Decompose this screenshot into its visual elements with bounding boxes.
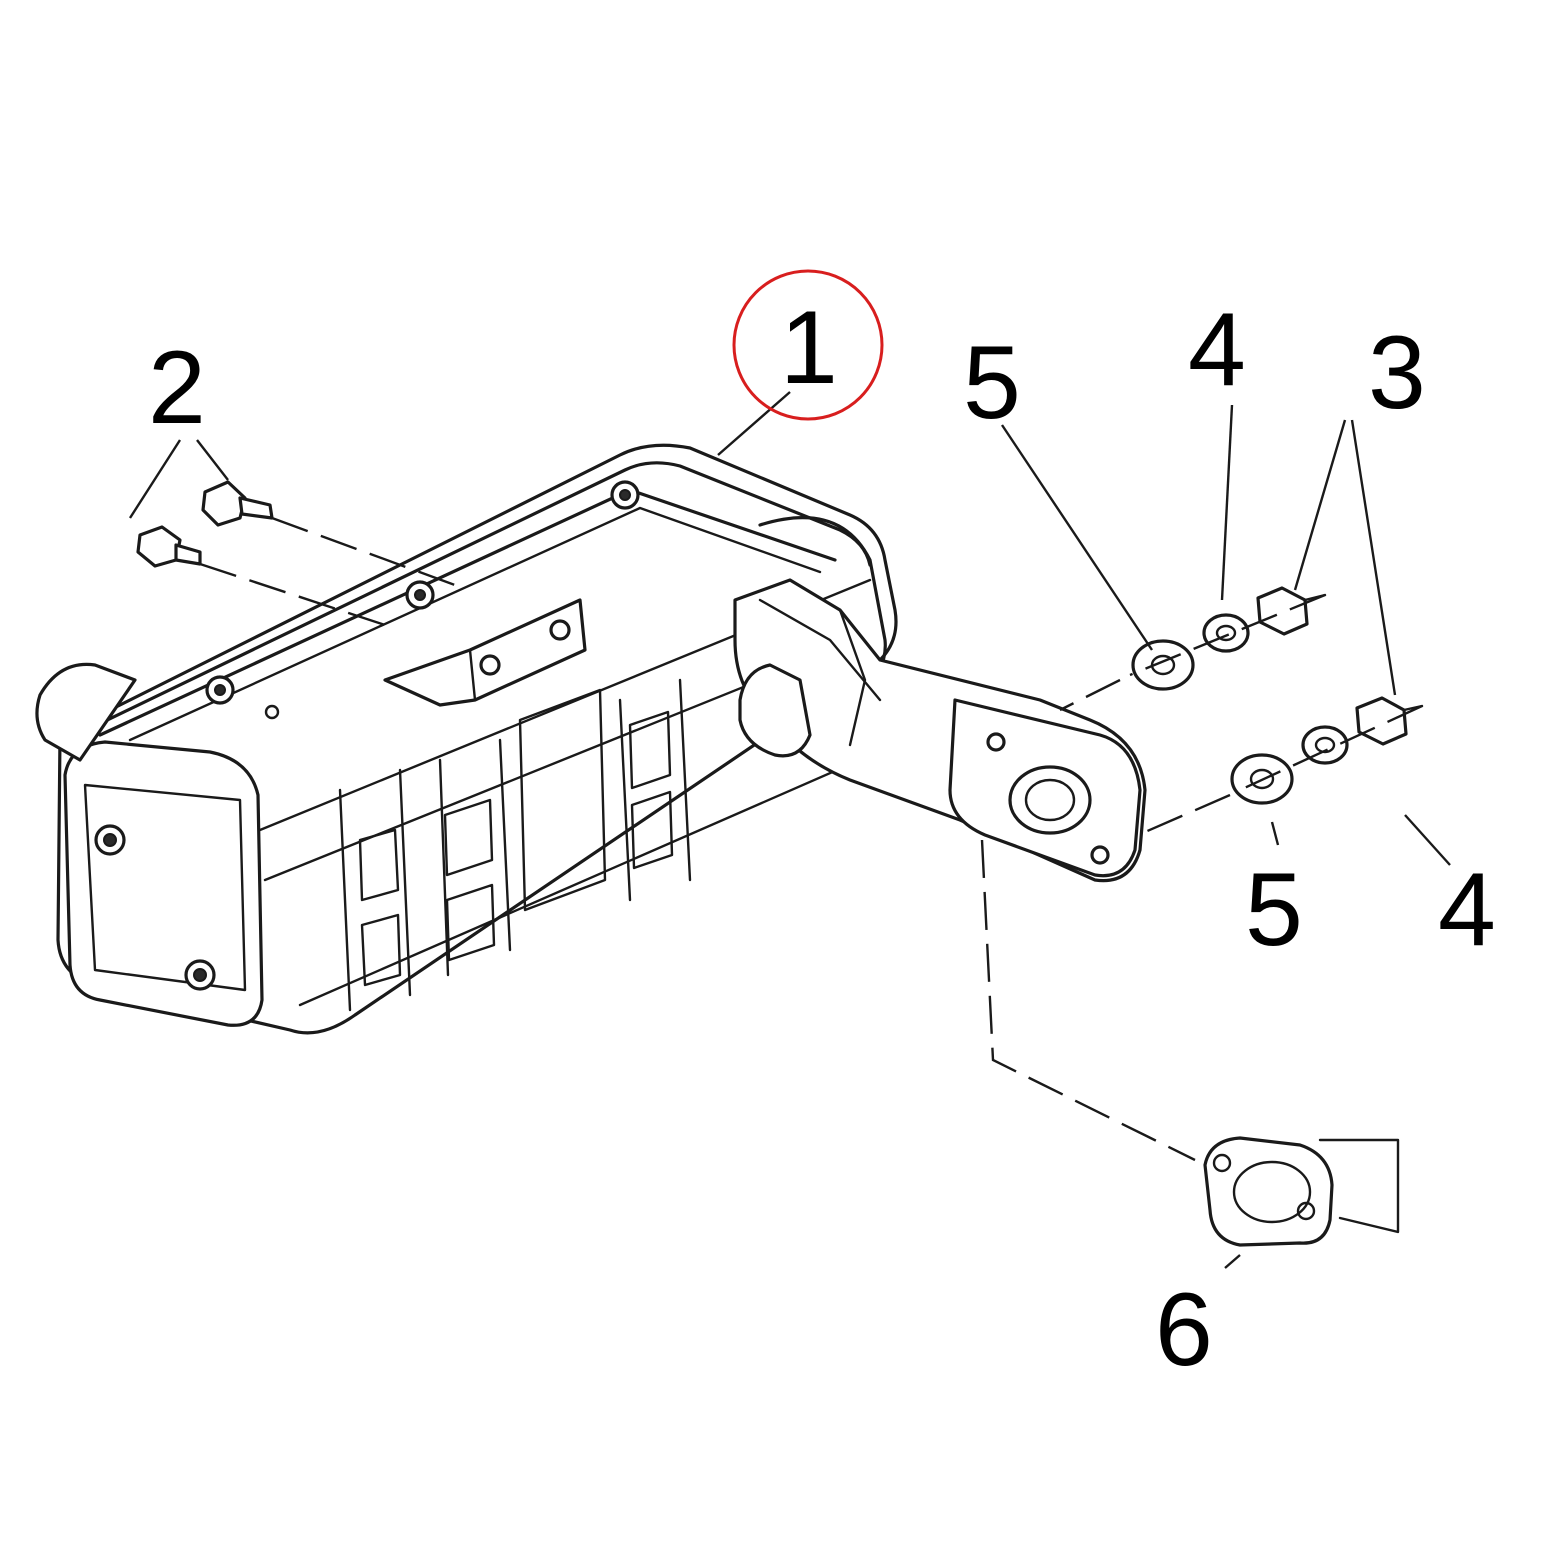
callout-5-top: 5 xyxy=(963,325,1021,441)
callout-1: 1 xyxy=(780,290,838,406)
outlet-pipe-flange xyxy=(733,578,1147,883)
assembly-lines xyxy=(199,516,1423,1162)
nut-3-upper xyxy=(1256,586,1327,636)
callout-6: 6 xyxy=(1155,1272,1213,1388)
callout-4-bottom: 4 xyxy=(1438,852,1496,968)
gasket-part-6 xyxy=(1203,1136,1400,1247)
bolt-lower xyxy=(136,525,202,568)
lock-washer-4-lower xyxy=(1301,725,1349,765)
fasteners-upper xyxy=(1131,586,1327,691)
callout-2: 2 xyxy=(148,330,206,446)
lock-washer-4-upper xyxy=(1202,613,1250,653)
highlight-ring-callout-1 xyxy=(732,269,884,421)
nut-3-lower xyxy=(1355,696,1424,746)
muffler-body xyxy=(35,443,898,1035)
callouts: 1 2 5 4 3 5 4 6 xyxy=(148,269,1496,1388)
callout-3: 3 xyxy=(1368,315,1426,431)
washer-5-upper xyxy=(1131,639,1195,691)
leader-lines xyxy=(128,391,1451,1269)
callout-5-bottom: 5 xyxy=(1245,852,1303,968)
bolt-upper xyxy=(201,480,274,527)
callout-4-top: 4 xyxy=(1188,292,1246,408)
bolts-part-2 xyxy=(136,480,274,568)
